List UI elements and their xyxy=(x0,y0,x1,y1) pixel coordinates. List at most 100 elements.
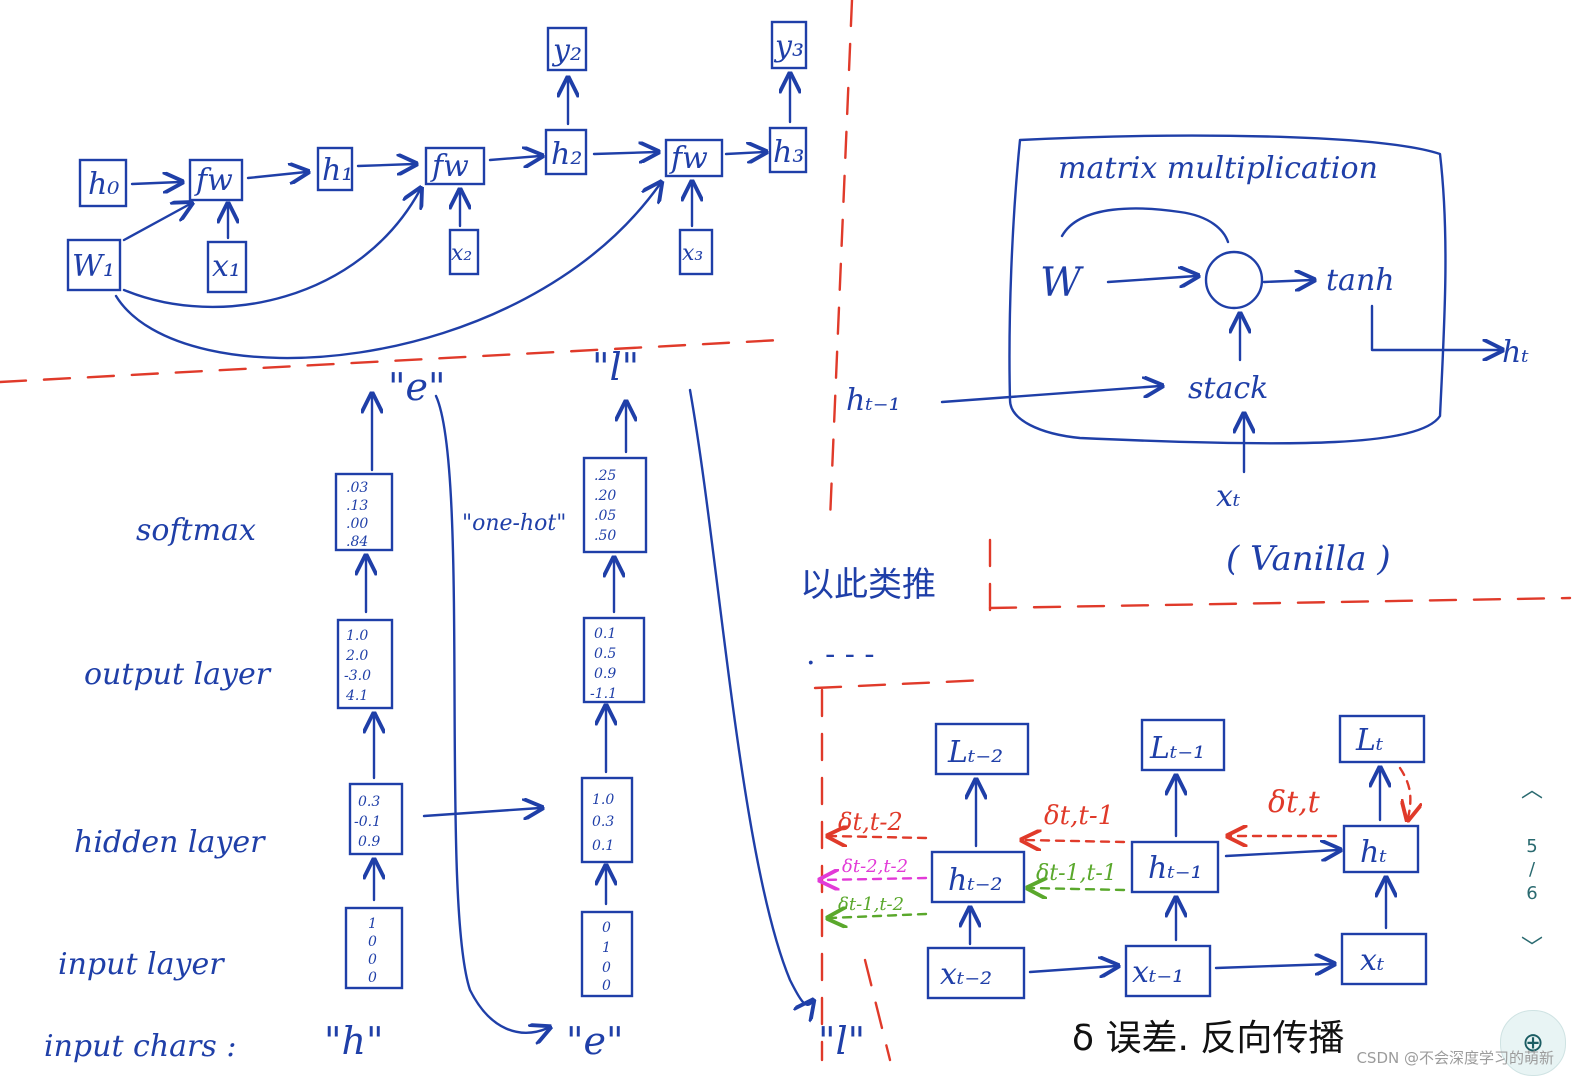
svg-text:0.1: 0.1 xyxy=(592,838,614,854)
loss-t-1: Lₜ₋₁ xyxy=(1149,731,1205,766)
bptt-footer-note: δ 误差. 反向传播 xyxy=(1072,1018,1344,1059)
col1-input-values: 1 0 0 0 xyxy=(368,916,377,986)
svg-text:0.9: 0.9 xyxy=(594,666,616,682)
hidden-t-2: hₜ₋₂ xyxy=(948,863,1003,898)
svg-text:-1.1: -1.1 xyxy=(590,686,617,702)
chevron-up-icon[interactable]: ︿ xyxy=(1520,778,1543,803)
row-label-output: output layer xyxy=(84,657,272,692)
zoom-in-button[interactable]: ⊕ xyxy=(1500,1010,1566,1076)
chevron-down-icon[interactable]: ﹀ xyxy=(1520,935,1543,961)
loss-t: Lₜ xyxy=(1355,723,1384,758)
input-t: xₜ xyxy=(1360,943,1385,978)
svg-text:.00: .00 xyxy=(346,516,368,532)
col1-hidden-values: 0.3 -0.1 0.9 xyxy=(354,794,381,850)
hidden-box-t xyxy=(1342,824,1420,874)
unrolled-rnn-diagram: h₀ fw h₁ fw h₂ fw h₃ y₂ y₃ W₁ x₁ x₂ x₃ xyxy=(66,20,808,360)
loss-box-t-2 xyxy=(934,722,1030,776)
input-box-t-2 xyxy=(926,946,1026,1000)
col2-output-box xyxy=(582,616,646,704)
tanh-label: tanh xyxy=(1326,263,1395,298)
svg-text:.13: .13 xyxy=(346,498,368,514)
h3-box xyxy=(768,126,808,174)
svg-text:.84: .84 xyxy=(346,534,368,550)
delta-t1-t1: δt-1,t-1 xyxy=(1036,861,1117,886)
svg-text:1.0: 1.0 xyxy=(346,628,368,644)
x2-box xyxy=(448,228,480,276)
x3-box xyxy=(678,228,714,276)
col1-output-box xyxy=(336,618,394,710)
delta-t-t2: δt,t-2 xyxy=(838,808,903,836)
col2-output-values: 0.1 0.5 0.9 -1.1 xyxy=(590,626,617,702)
h1-box xyxy=(316,146,354,192)
svg-text:0: 0 xyxy=(368,952,377,968)
ellipsis-dots: . - - - xyxy=(806,637,875,672)
svg-text:0.5: 0.5 xyxy=(594,646,616,662)
row-label-input: input layer xyxy=(58,947,225,982)
row-label-softmax: softmax xyxy=(136,513,256,548)
h2-label: h₂ xyxy=(551,137,582,172)
svg-text:.20: .20 xyxy=(594,488,616,504)
y3-label: y₃ xyxy=(773,29,804,64)
svg-text:0.1: 0.1 xyxy=(594,626,616,642)
fw-label-1: fw xyxy=(194,163,233,198)
h3-label: h₃ xyxy=(773,135,804,170)
col1-softmax-box xyxy=(334,472,394,552)
loss-t-2: Lₜ₋₂ xyxy=(947,735,1003,770)
col1-output-values: 1.0 2.0 -3.0 4.1 xyxy=(344,628,371,704)
svg-text:0: 0 xyxy=(602,920,611,936)
w-label: W xyxy=(1040,260,1084,306)
svg-text:1: 1 xyxy=(602,940,611,956)
svg-text:1.0: 1.0 xyxy=(592,792,614,808)
hidden-box-t-2 xyxy=(930,850,1026,904)
svg-text:2.0: 2.0 xyxy=(345,648,368,664)
col2-input-values: 0 1 0 0 xyxy=(602,920,611,994)
x2-label: x₂ xyxy=(451,241,472,266)
svg-text:0: 0 xyxy=(368,934,377,950)
x3-label: x₃ xyxy=(682,241,703,266)
row-label-hidden: hidden layer xyxy=(74,825,266,860)
svg-text:-0.1: -0.1 xyxy=(354,814,381,830)
one-hot-label: "one-hot" xyxy=(462,511,566,536)
page-indicator: 5 / 6 xyxy=(1526,835,1537,905)
svg-text:0: 0 xyxy=(602,960,611,976)
multiply-node xyxy=(1204,250,1264,310)
vanilla-rnn-cell: matrix multiplication W tanh stack hₜ₋₁ … xyxy=(846,134,1529,579)
bptt-diagram: 以此类推 . - - - Lₜ₋₂ Lₜ₋₁ Lₜ hₜ₋₂ hₜ₋₁ hₜ x… xyxy=(800,565,1428,1059)
fw-box-1 xyxy=(188,158,244,202)
x1-label: x₁ xyxy=(212,249,241,284)
w1-label: W₁ xyxy=(72,249,115,284)
h1-label: h₁ xyxy=(322,153,353,188)
vanilla-caption: ( Vanilla ) xyxy=(1226,539,1391,579)
delta-t-t: δt,t xyxy=(1268,785,1321,820)
svg-text:.05: .05 xyxy=(594,508,616,524)
input-box-t xyxy=(1340,932,1428,986)
fw-box-2 xyxy=(424,146,486,186)
matrix-multiplication-title: matrix multiplication xyxy=(1058,151,1378,186)
in-char-h: "h" xyxy=(324,1019,383,1063)
h-prev-label: hₜ₋₁ xyxy=(846,383,901,418)
hidden-t: hₜ xyxy=(1360,835,1387,870)
delta-t1-t2: δt-1,t-2 xyxy=(838,894,904,915)
fw-label-3: fw xyxy=(669,141,708,176)
delta-t-t1: δt,t-1 xyxy=(1044,801,1114,831)
col1-softmax-values: .03 .13 .00 .84 xyxy=(346,480,368,550)
zoom-in-icon: ⊕ xyxy=(1522,1028,1544,1058)
fw-label-2: fw xyxy=(430,149,469,184)
row-label-chars: input chars : xyxy=(44,1029,236,1064)
input-box-t-1 xyxy=(1124,944,1212,998)
col2-softmax-values: .25 .20 .05 .50 xyxy=(594,468,616,544)
col2-softmax-box xyxy=(582,456,648,554)
svg-text:.50: .50 xyxy=(594,528,616,544)
h0-label: h₀ xyxy=(88,167,119,202)
loss-box-t xyxy=(1338,714,1426,764)
page-separator: / xyxy=(1528,859,1536,881)
input-t-1: xₜ₋₁ xyxy=(1132,955,1184,990)
col1-hidden-box xyxy=(348,782,404,856)
h-t-label: hₜ xyxy=(1502,335,1529,370)
hidden-box-t-1 xyxy=(1130,840,1220,894)
svg-text:-3.0: -3.0 xyxy=(344,668,371,684)
col2-input-box xyxy=(580,910,634,998)
y2-label: y₂ xyxy=(551,33,582,68)
input-t-2: xₜ₋₂ xyxy=(940,957,992,992)
